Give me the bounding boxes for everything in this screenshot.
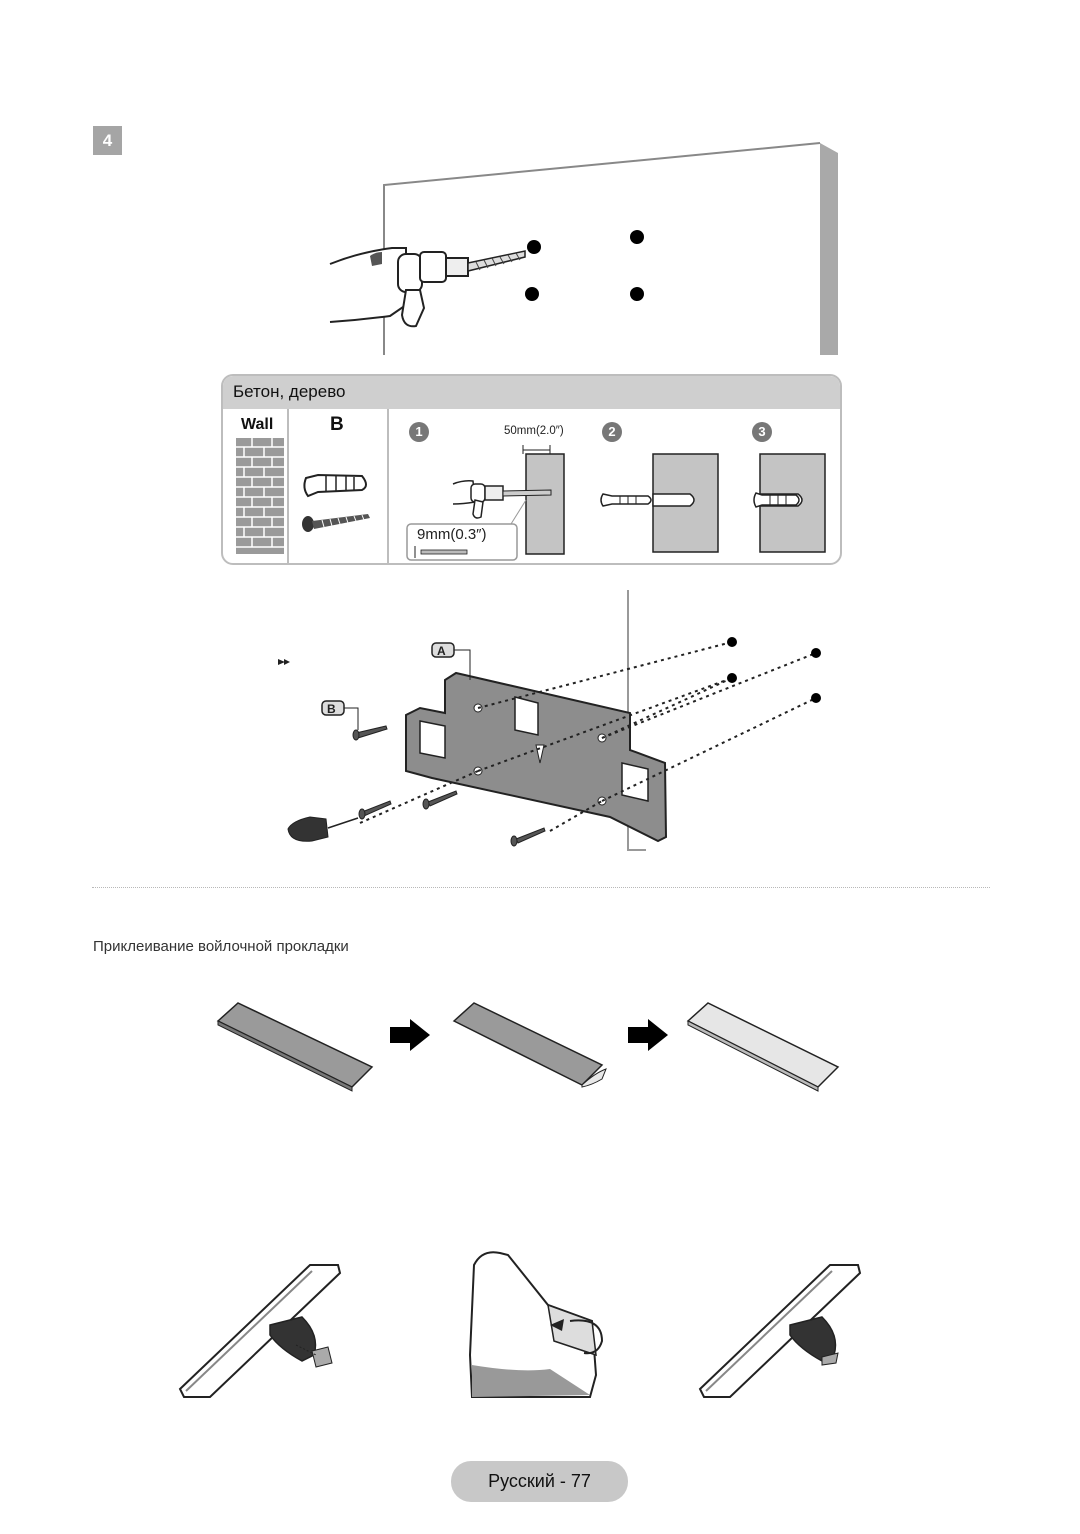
step-1-marker: 1 xyxy=(409,422,429,442)
step-1-drilling-illustration xyxy=(406,445,565,561)
section-divider xyxy=(92,887,990,888)
panel-dividers xyxy=(287,409,389,563)
bracket-label-a: A xyxy=(437,644,446,658)
wall-label: Wall xyxy=(241,416,274,433)
felt-section-title: Приклеивание войлочной прокладки xyxy=(93,938,349,955)
page-number-label: Русский - 77 xyxy=(451,1461,628,1502)
felt-pad-steps-illustration xyxy=(216,1002,840,1092)
stand-felt-application-illustration xyxy=(178,1251,862,1398)
brick-wall-icon xyxy=(236,438,284,554)
hole-depth-label: 50mm(2.0″) xyxy=(504,425,564,437)
installation-panel: Бетон, дерево Wall B xyxy=(221,374,842,565)
panel-header: Бетон, дерево xyxy=(223,376,840,409)
step-number-badge: 4 xyxy=(93,126,122,155)
hole-diameter-label: 9mm(0.3″) xyxy=(417,526,487,543)
step-2-marker: 2 xyxy=(602,422,622,442)
part-b-label: B xyxy=(330,414,344,435)
step-2-anchor-insert-illustration xyxy=(600,453,719,553)
panel-title: Бетон, дерево xyxy=(233,382,346,401)
wall-bracket-assembly-illustration xyxy=(278,590,821,851)
step-3-anchor-set-illustration xyxy=(753,453,826,553)
bracket-label-b: B xyxy=(327,702,336,716)
drill-wall-illustration xyxy=(329,142,838,355)
anchor-and-screw-icon xyxy=(302,473,370,532)
step-3-marker: 3 xyxy=(752,422,772,442)
